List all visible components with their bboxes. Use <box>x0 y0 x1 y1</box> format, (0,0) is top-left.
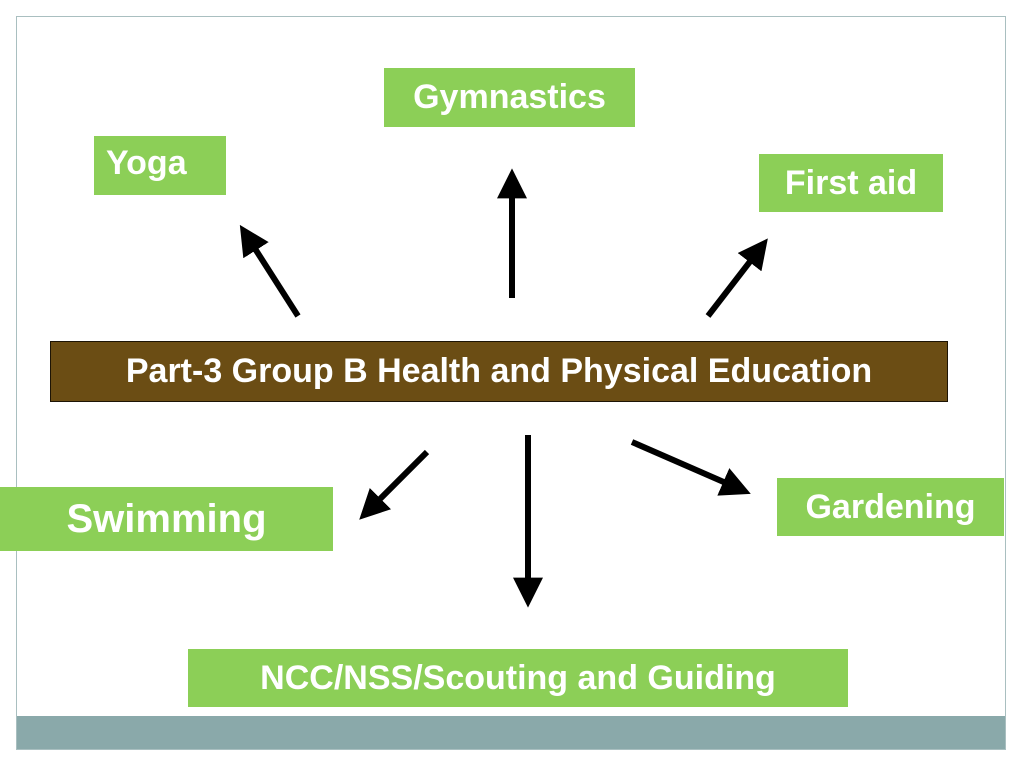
topic-yoga: Yoga <box>94 136 226 195</box>
arrow-to-gardening <box>630 439 751 496</box>
topic-first-aid: First aid <box>759 154 943 212</box>
topic-gymnastics-label: Gymnastics <box>413 78 606 116</box>
topic-swimming: Swimming <box>0 487 333 551</box>
center-topic-box: Part-3 Group B Health and Physical Educa… <box>50 341 948 402</box>
topic-gardening-label: Gardening <box>805 488 976 526</box>
topic-yoga-label: Yoga <box>106 144 187 182</box>
center-topic-label: Part-3 Group B Health and Physical Educa… <box>125 352 873 390</box>
topic-gymnastics: Gymnastics <box>384 68 635 127</box>
footer-bar <box>17 716 1005 749</box>
topic-ncc: NCC/NSS/Scouting and Guiding <box>188 649 848 707</box>
topic-first-aid-label: First aid <box>784 163 918 202</box>
arrow-to-swimming <box>359 449 430 520</box>
arrow-to-yoga <box>239 224 301 318</box>
topic-ncc-label: NCC/NSS/Scouting and Guiding <box>260 658 776 697</box>
arrow-to-first-aid <box>705 238 768 318</box>
topic-gardening: Gardening <box>777 478 1004 536</box>
topic-swimming-label: Swimming <box>66 496 267 541</box>
